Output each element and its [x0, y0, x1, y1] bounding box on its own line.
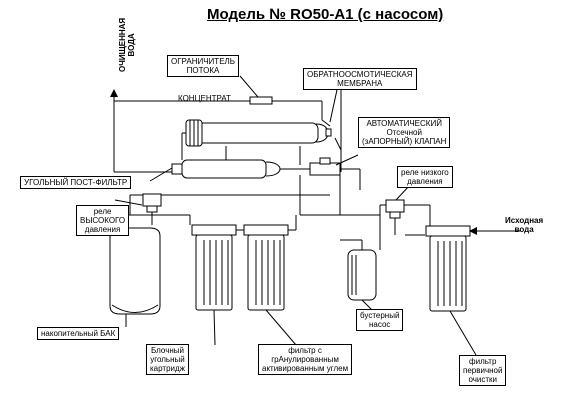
carbon-post-filter-label: УГОЛЬНЫЙ ПОСТ-ФИЛЬТР — [20, 176, 132, 189]
high-pressure-relay — [142, 193, 162, 213]
block-carbon-label: Блочный угольный картридж — [146, 344, 189, 375]
carbon-post-filter — [171, 159, 292, 179]
clean-water-label: ОЧИЩЕННАЯ ВОДА — [118, 17, 136, 72]
flow-limiter-label: ОГРАНИЧИТЕЛЬ ПОТОКА — [167, 55, 240, 77]
granular-carbon-housing — [243, 224, 289, 311]
flow-limiter — [249, 96, 273, 105]
membrane-housing — [185, 119, 332, 147]
high-pressure-relay-label: реле ВЫСОКОГО давления — [76, 205, 130, 236]
shutoff-valve — [309, 157, 341, 176]
low-pressure-relay — [385, 199, 405, 219]
granular-carbon-label: фильтр с грАнулированным активированным … — [258, 344, 353, 375]
low-pressure-relay-label: реле низкого давления — [397, 166, 453, 188]
storage-tank — [109, 227, 161, 315]
shutoff-valve-label: АВТОМАТИЧЕСКИЙ Отсечной (зАПОРНЫЙ) КЛАПА… — [358, 117, 451, 148]
concentrate-label: КОНЦЕНТРАТ — [178, 94, 231, 103]
storage-tank-label: накопительный БАК — [37, 327, 120, 340]
source-water-label: Исходная вода — [505, 216, 544, 234]
booster-pump — [347, 249, 377, 301]
block-carbon-housing — [191, 224, 237, 311]
prefilter-label: фильтр первичной очистки — [459, 355, 507, 386]
membrane-label: ОБРАТНООСМОТИЧЕСКАЯ МЕМБРАНА — [303, 68, 417, 90]
diagram-title: Модель № RO50-A1 (с насосом) — [207, 6, 444, 23]
prefilter-housing — [425, 225, 471, 312]
booster-pump-label: бустерный насос — [356, 309, 404, 331]
